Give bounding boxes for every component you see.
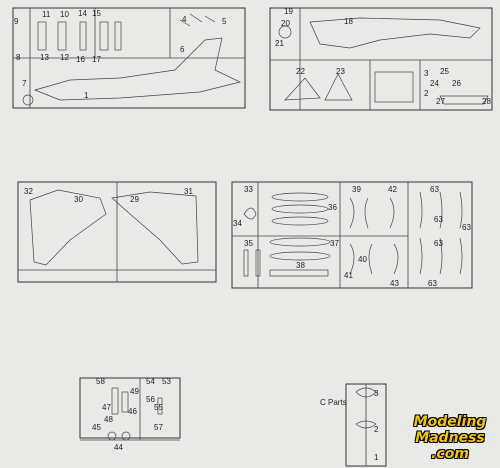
part-label: 8 [16, 53, 21, 62]
part-label: 29 [130, 195, 139, 204]
sprue-c-title: C Parts [320, 398, 347, 407]
wing-right [111, 191, 199, 265]
part-label: 9 [14, 17, 19, 26]
part-label: 31 [184, 187, 193, 196]
part-label: 63 [434, 215, 443, 224]
part-label: 23 [336, 67, 345, 76]
part-label: 1 [84, 91, 89, 100]
part-label: 32 [24, 187, 33, 196]
part-label: 27 [436, 97, 445, 106]
part-label: 22 [296, 67, 305, 76]
part-label: 35 [244, 239, 253, 248]
part-label: 48 [104, 415, 113, 424]
sprue-a: 9 11 10 14 15 4 5 8 13 12 16 17 6 7 1 [12, 7, 246, 109]
part-label: 63 [430, 185, 439, 194]
logo-line-1: Modeling [413, 414, 487, 430]
part-label: 38 [296, 261, 305, 270]
part-label: 21 [275, 39, 284, 48]
part-label: 19 [284, 7, 293, 16]
part-label: 34 [233, 219, 242, 228]
part-label: 63 [462, 223, 471, 232]
sprue-f-frame [79, 377, 181, 439]
part-label: 15 [92, 9, 101, 18]
sprue-c: 3 2 1 [345, 383, 387, 467]
sprue-f: 58 54 53 47 49 48 46 56 55 45 57 44 [79, 377, 181, 452]
part-label: 11 [42, 10, 51, 19]
part-label: 39 [352, 185, 361, 194]
part-label: 26 [452, 79, 461, 88]
part-label: 12 [60, 53, 69, 62]
part-label: 41 [344, 271, 353, 280]
part-label: 20 [281, 19, 290, 28]
sprue-b: 19 20 18 21 22 23 3 25 24 26 2 27 28 [269, 7, 493, 111]
part-label: 2 [374, 425, 379, 434]
part-label: 49 [130, 387, 139, 396]
part-label: 45 [92, 423, 101, 432]
part-label: 40 [358, 255, 367, 264]
part-label: 7 [22, 79, 27, 88]
canopy-part [309, 17, 481, 49]
fuselage-half [33, 37, 242, 101]
part-label: 47 [102, 403, 111, 412]
part-label: 36 [328, 203, 337, 212]
wing-left [29, 189, 107, 266]
part-label: 33 [244, 185, 253, 194]
logo-line-2: Madness [415, 430, 485, 446]
part-label: 37 [330, 239, 339, 248]
part-label: 63 [434, 239, 443, 248]
part-label: 16 [76, 55, 85, 64]
part-label: 63 [428, 279, 437, 288]
part-label: 44 [114, 443, 123, 452]
sprue-e-frame [231, 181, 473, 289]
part-label: 53 [162, 377, 171, 386]
part-label: 42 [388, 185, 397, 194]
part-label: 56 [146, 395, 155, 404]
modeling-madness-logo: Modeling Madness .com [402, 414, 498, 466]
part-label: 6 [180, 45, 185, 54]
part-label: 25 [440, 67, 449, 76]
part-label: 2 [424, 89, 429, 98]
part-label: 57 [154, 423, 163, 432]
part-label: 13 [40, 53, 49, 62]
part-label: 3 [424, 69, 429, 78]
sprue-b-frame [269, 7, 493, 111]
part-label: 3 [374, 389, 379, 398]
part-label: 28 [482, 97, 491, 106]
sprue-e: 33 34 36 39 42 63 63 63 63 35 37 40 38 4… [231, 181, 473, 289]
part-label: 1 [374, 453, 379, 462]
part-label: 5 [222, 17, 227, 26]
part-label: 24 [430, 79, 439, 88]
part-label: 43 [390, 279, 399, 288]
part-label: 4 [182, 15, 187, 24]
part-label: 54 [146, 377, 155, 386]
part-label: 46 [128, 407, 137, 416]
part-label: 14 [78, 9, 87, 18]
logo-line-3: .com [431, 446, 469, 462]
sprue-d: 32 30 29 31 [17, 181, 217, 283]
part-label: 10 [60, 10, 69, 19]
part-label: 55 [154, 403, 163, 412]
part-label: 18 [344, 17, 353, 26]
part-label: 17 [92, 55, 101, 64]
part-label: 30 [74, 195, 83, 204]
part-label: 58 [96, 377, 105, 386]
